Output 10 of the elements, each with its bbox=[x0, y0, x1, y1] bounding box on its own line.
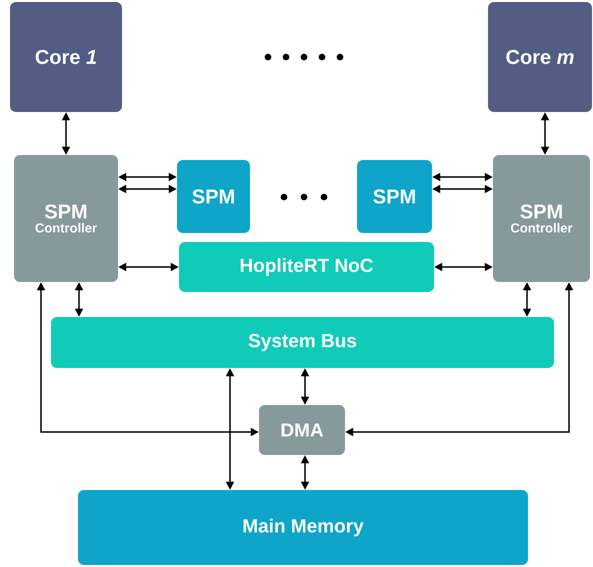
controller-box: SPM Controller bbox=[493, 155, 590, 282]
memory-box: Main Memory bbox=[78, 490, 528, 565]
noc-box: HopliteRT NoC bbox=[179, 242, 434, 292]
spm-box: SPM bbox=[357, 160, 432, 233]
dma-box: DMA bbox=[259, 405, 345, 455]
bus-box: System Bus bbox=[51, 317, 554, 368]
core-box: Core m bbox=[488, 2, 592, 112]
spm-box: SPM bbox=[177, 160, 250, 233]
controller-box: SPM Controller bbox=[14, 155, 118, 282]
core-box: Core 1 bbox=[10, 2, 122, 112]
